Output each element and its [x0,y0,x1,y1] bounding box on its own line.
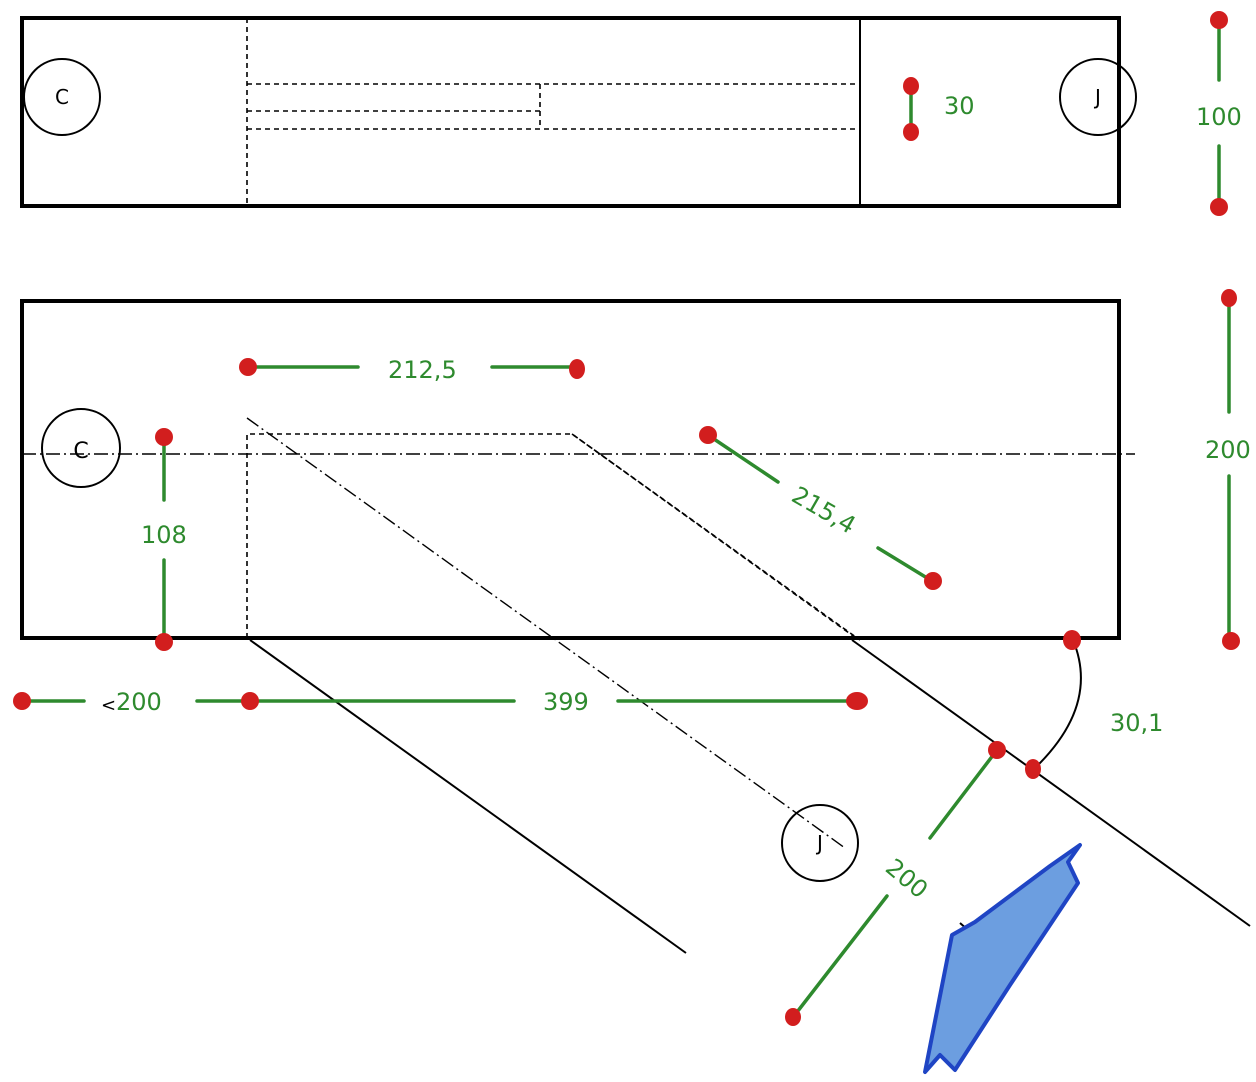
cutting-tool-shape [923,843,1082,1074]
cut-line-left [249,639,687,954]
top-view-outline [20,16,1121,208]
bottom-view-label-c: C [73,439,88,464]
top-view-label-c: C [55,85,69,109]
dimension-215-4-label: 215,4 [787,481,861,540]
bottom-view-circle-j: J [781,804,859,882]
dimension-100-label: 100 [1196,103,1242,131]
bottom-view: C J 212,5 215,4 108 [13,289,1251,1074]
dimension-108: 108 [141,428,187,651]
dimension-212-5: 212,5 [239,356,585,384]
angle-30-1-label: 30,1 [1110,709,1163,737]
bottom-view-axis-diagonal [246,417,846,849]
top-view-circle-j: J [1059,58,1137,136]
bottom-view-label-j: J [815,831,823,855]
dimension-399-label: 399 [543,688,589,716]
bottom-view-circle-c: C [41,408,121,488]
cut-line-right [851,639,1251,927]
dimension-30: 30 [903,77,975,141]
dimension-200-right-label: 200 [1205,436,1251,464]
angle-30-1: 30,1 [1025,630,1163,779]
dimension-399: 399 [241,688,868,716]
bottom-view-hidden-profile [246,433,857,639]
dimension-30-label: 30 [944,92,975,120]
dimension-108-label: 108 [141,521,187,549]
dimension-200-right: 200 [1205,289,1251,650]
dimension-212-5-label: 212,5 [388,356,457,384]
top-view-circle-c: C [23,58,101,136]
dimension-200-left-label: 200 [116,688,162,716]
dimension-215-4: 215,4 [699,426,942,590]
top-view-label-j: J [1093,85,1101,109]
dimension-200-left: < 200 [13,688,252,716]
dimension-200-left-mark: < [101,695,116,716]
dimension-100: 100 [1196,11,1242,216]
bottom-view-outline [20,299,1121,640]
top-view: C J 30 100 [20,11,1242,216]
